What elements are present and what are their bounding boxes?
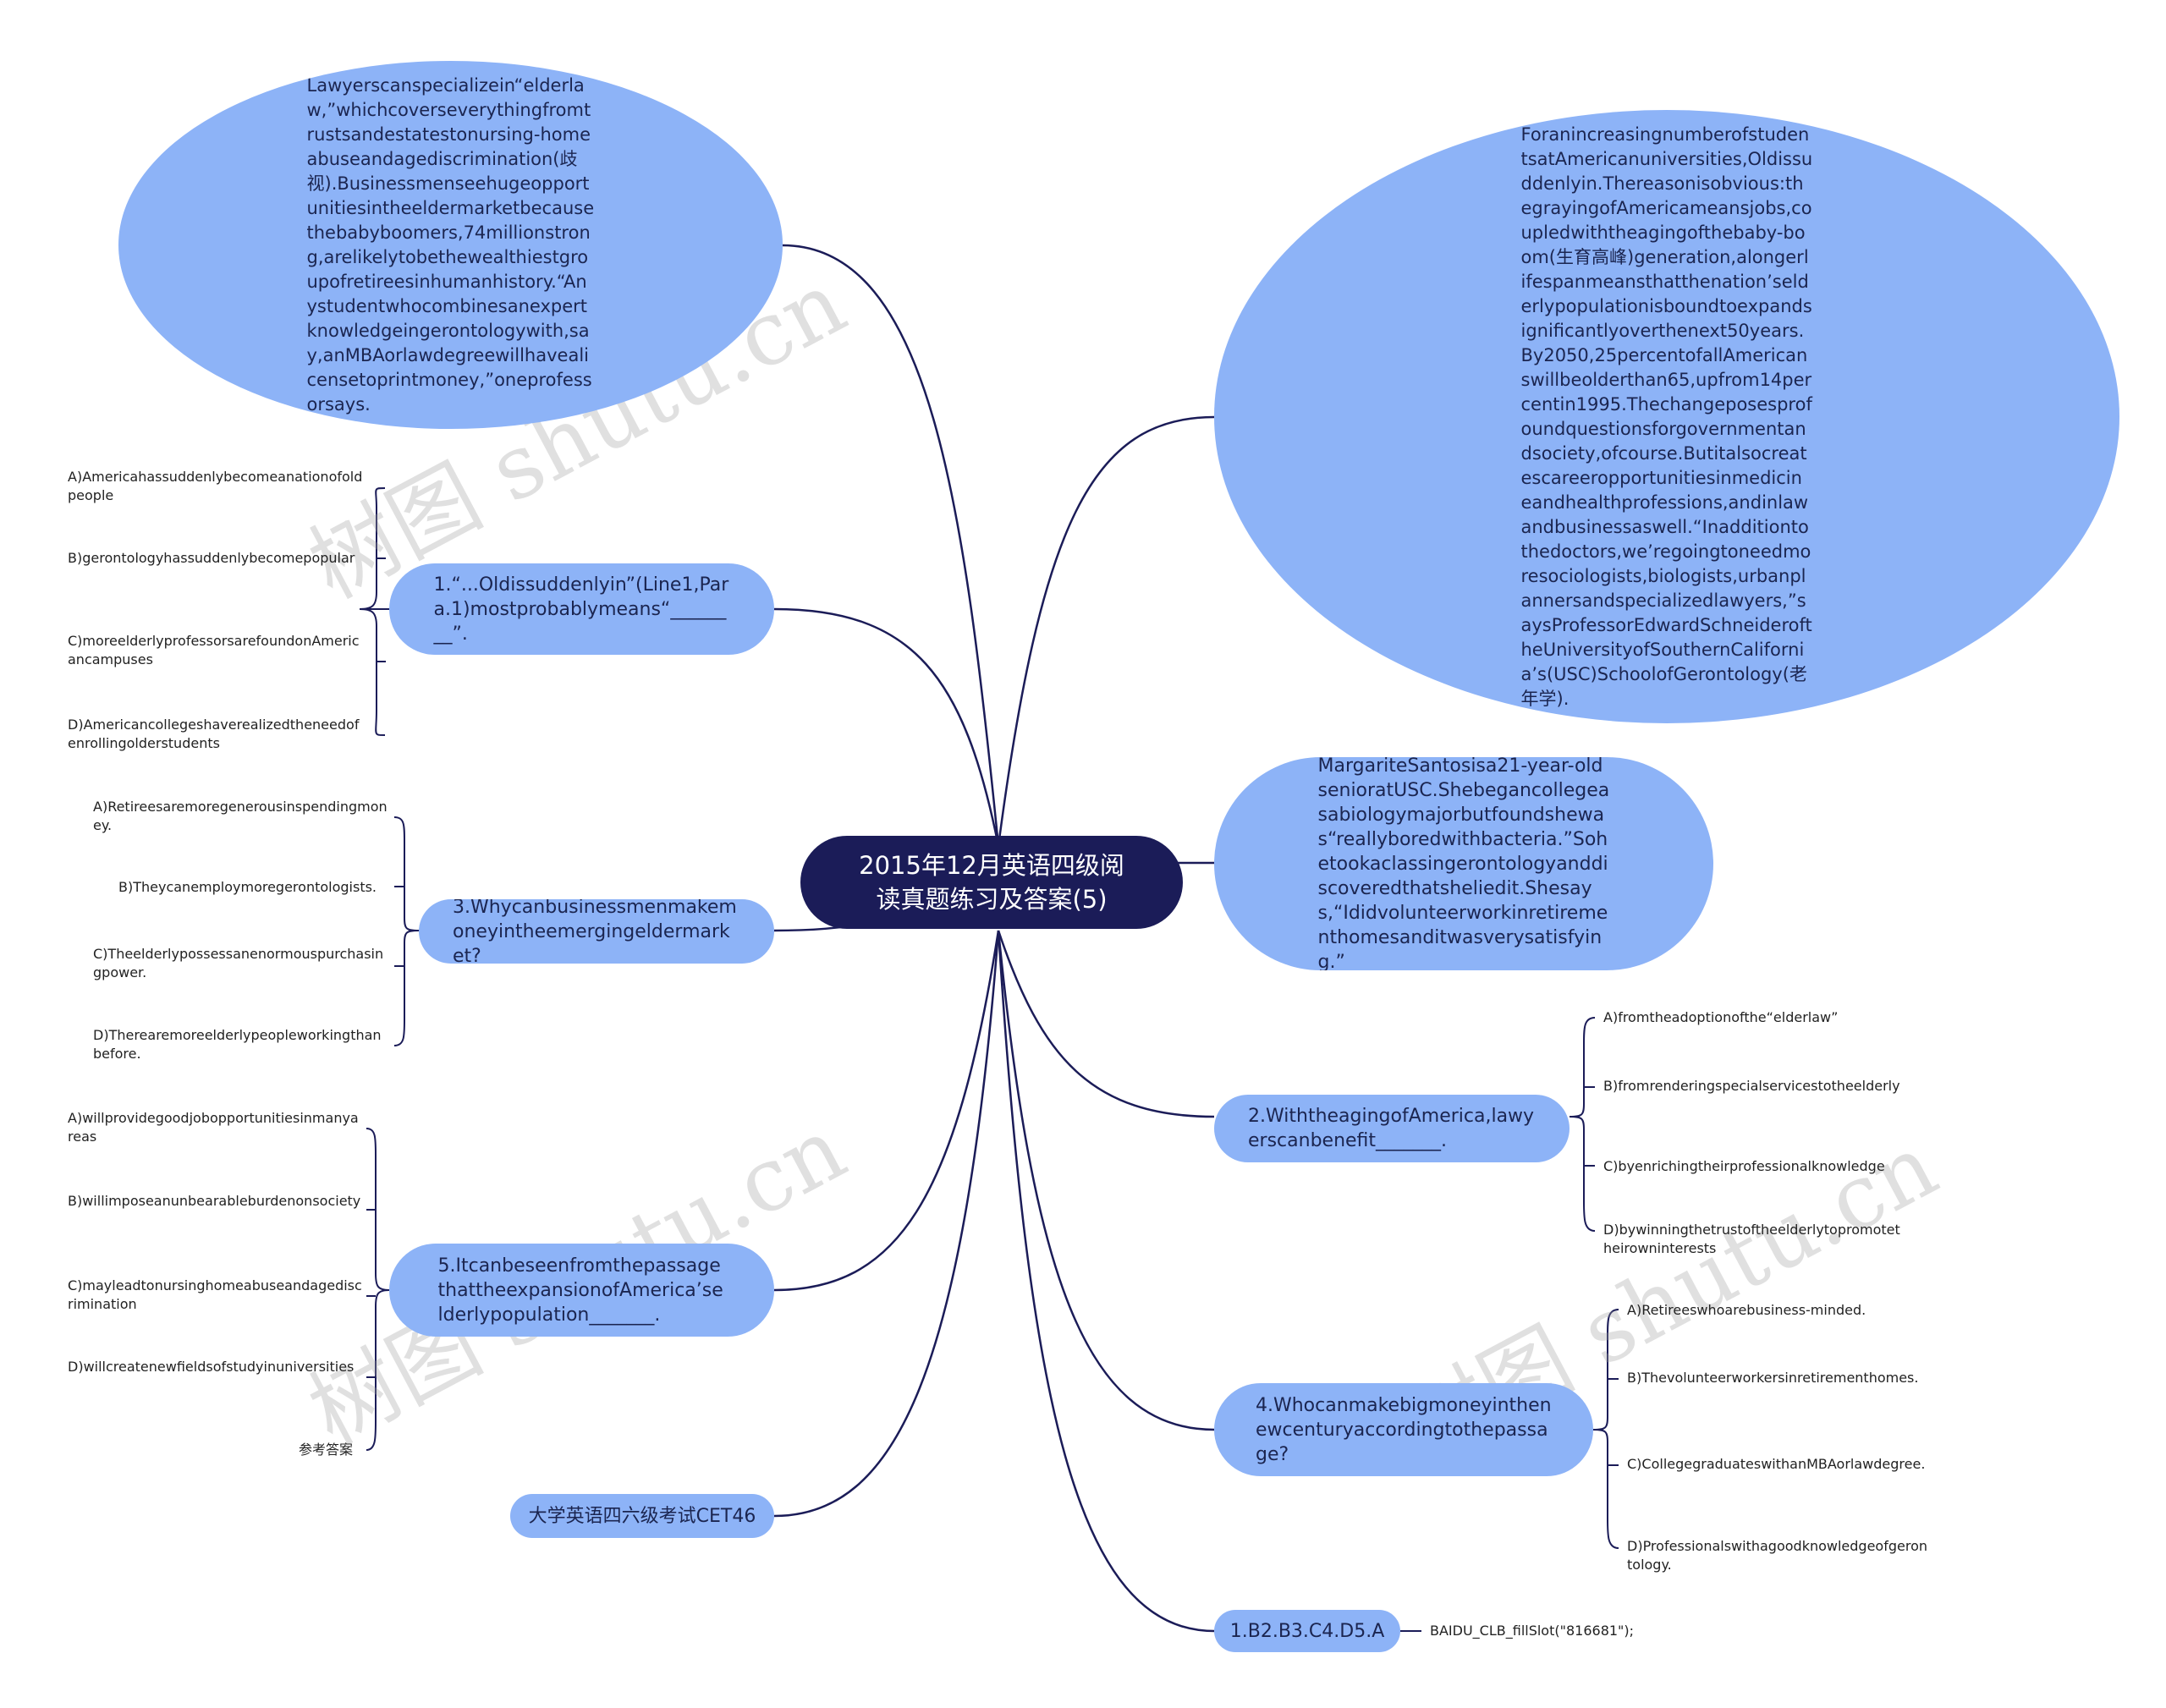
tag-text: 大学英语四六级考试CET46: [528, 1505, 756, 1527]
link-q4: [997, 930, 1215, 1431]
question-text: 3.Whycanbusinessmenmakemoneyintheemergin…: [453, 899, 737, 964]
passage-node[interactable]: MargariteSantosisa21-year-oldsenioratUSC…: [1214, 757, 1713, 970]
option-item: D)Americancollegeshaverealizedtheneedofe…: [68, 717, 360, 751]
link-passage-1: [782, 244, 1000, 847]
tag-node[interactable]: 大学英语四六级考试CET46: [510, 1494, 774, 1538]
option-item: B)gerontologyhassuddenlybecomepopular: [68, 550, 355, 566]
option-item: A)Americahassuddenlybecomeanationofoldpe…: [68, 469, 363, 503]
option-item: C)byenrichingtheirprofessionalknowledge: [1603, 1158, 1885, 1174]
option-item: A)fromtheadoptionofthe“elderlaw”: [1603, 1009, 1839, 1025]
answers-node[interactable]: 1.B2.B3.C4.D5.A: [1214, 1610, 1400, 1652]
option-item: B)Theycanemploymoregerontologists.: [118, 879, 377, 895]
option-item: D)Therearemoreelderlypeopleworkingthanbe…: [93, 1027, 382, 1062]
option-item: D)bywinningthetrustoftheelderlytopromote…: [1603, 1222, 1900, 1256]
root-node[interactable]: 2015年12月英语四级阅读真题练习及答案(5): [800, 836, 1183, 929]
passage-node[interactable]: Lawyerscanspecializein“elderlaw,”whichco…: [118, 61, 783, 429]
option-item: 参考答案: [299, 1442, 354, 1458]
option-item: C)CollegegraduateswithanMBAorlawdegree.: [1627, 1456, 1926, 1472]
question-node[interactable]: 1.“...Oldissuddenlyin”(Line1,Para.1)most…: [389, 563, 774, 655]
passage-node[interactable]: ForanincreasingnumberofstudentsatAmerica…: [1214, 110, 2119, 723]
passage-text: Lawyerscanspecializein“elderlaw,”whichco…: [306, 74, 595, 415]
option-item: D)Professionalswithagoodknowledgeofgeron…: [1627, 1538, 1927, 1573]
link-q5: [773, 930, 1000, 1292]
option-item: A)Retireeswhoarebusiness-minded.: [1627, 1302, 1866, 1318]
option-item: A)willprovidegoodjobopportunitiesinmanya…: [68, 1110, 359, 1145]
option-item: B)fromrenderingspecialservicestotheelder…: [1603, 1078, 1900, 1094]
answers-text: 1.B2.B3.C4.D5.A: [1229, 1620, 1385, 1642]
question-node[interactable]: 3.Whycanbusinessmenmakemoneyintheemergin…: [419, 899, 774, 964]
root-title: 2015年12月英语四级阅读真题练习及答案(5): [859, 851, 1124, 914]
option-item: C)moreelderlyprofessorsarefoundonAmerica…: [68, 633, 360, 667]
question-text: 1.“...Oldissuddenlyin”(Line1,Para.1)most…: [433, 574, 729, 645]
option-item: B)willimposeanunbearableburdenonsociety: [68, 1193, 361, 1209]
option-item: C)mayleadtonursinghomeabuseandagediscrim…: [68, 1277, 362, 1312]
question-text: 2.WiththeagingofAmerica,lawyerscanbenefi…: [1248, 1106, 1535, 1151]
link-q2: [997, 930, 1215, 1118]
link-q1: [773, 607, 1000, 847]
option-item: A)Retireesaremoregenerousinspendingmoney…: [93, 799, 388, 833]
question-node[interactable]: 2.WiththeagingofAmerica,lawyerscanbenefi…: [1214, 1095, 1570, 1162]
link-answers: [997, 930, 1215, 1633]
option-item: D)willcreatenewfieldsofstudyinuniversiti…: [68, 1359, 355, 1375]
question-node[interactable]: 5.Itcanbeseenfromthepassagethattheexpans…: [389, 1244, 774, 1337]
passage-text: MargariteSantosisa21-year-oldsenioratUSC…: [1317, 757, 1610, 970]
passage-text: ForanincreasingnumberofstudentsatAmerica…: [1520, 124, 1813, 709]
question-text: 4.Whocanmakebigmoneyinthenewcenturyaccor…: [1256, 1394, 1552, 1465]
link-tag: [773, 930, 1000, 1518]
link-passage-2: [997, 415, 1215, 847]
option-item: C)Theelderlypossessanenormouspurchasingp…: [93, 946, 384, 980]
option-item: B)Thevolunteerworkersinretirementhomes.: [1627, 1370, 1919, 1386]
question-text: 5.Itcanbeseenfromthepassagethattheexpans…: [437, 1255, 723, 1326]
answers-child: BAIDU_CLB_fillSlot("816681");: [1430, 1623, 1635, 1639]
question-node[interactable]: 4.Whocanmakebigmoneyinthenewcenturyaccor…: [1214, 1383, 1593, 1476]
